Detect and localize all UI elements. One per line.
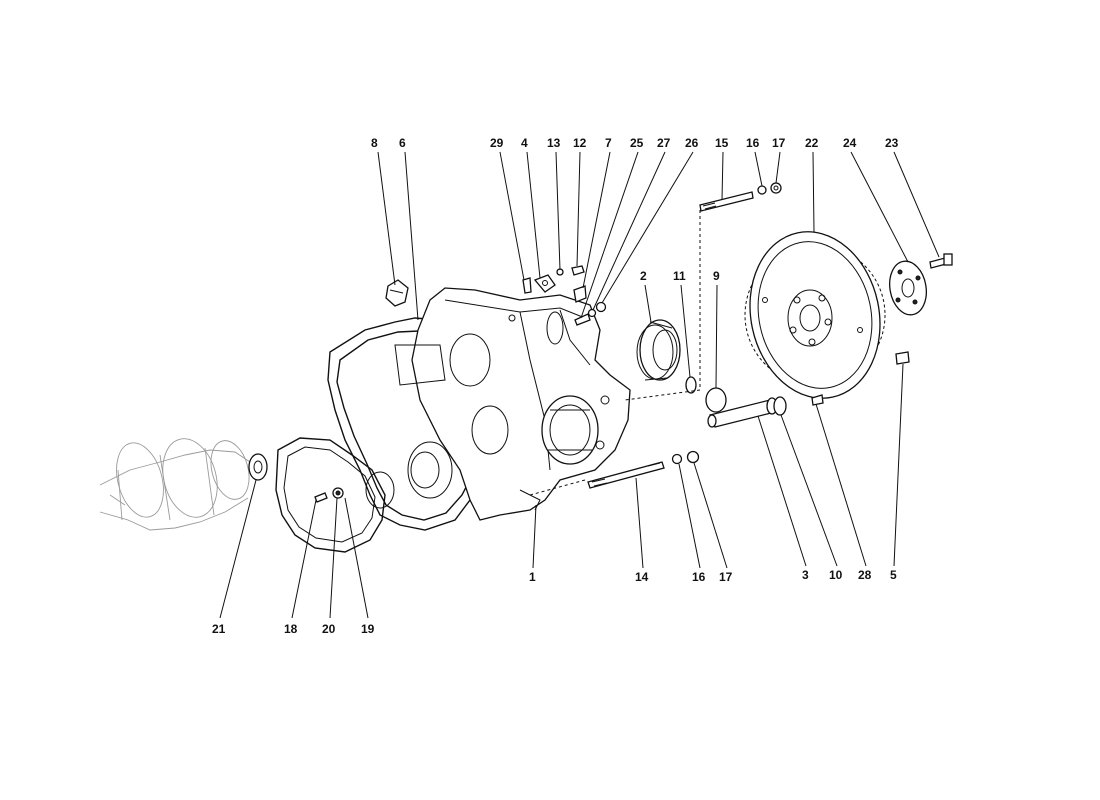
callout-16-low: 16 (692, 570, 706, 584)
part-28-dowel (811, 394, 824, 406)
callout-14: 14 (635, 570, 649, 584)
callout-1: 1 (529, 570, 536, 584)
part-11-oring (685, 376, 697, 394)
part-5-bushing (895, 351, 910, 365)
part-4-bracket (533, 274, 556, 293)
part-10-oring (773, 396, 787, 416)
part-27-washer (587, 308, 597, 318)
front-gasket (275, 437, 386, 553)
crankshaft (99, 438, 251, 531)
callout-4: 4 (521, 136, 528, 150)
callout-12: 12 (573, 136, 587, 150)
part-12-screw (571, 265, 585, 276)
part-26-nut (595, 301, 607, 313)
alignment-line-2 (624, 389, 701, 401)
callout-19: 19 (361, 622, 375, 636)
part-25-stud (574, 313, 591, 326)
part-16-washer-top (757, 185, 767, 195)
part-18-screw (314, 492, 328, 503)
part-8-plug (385, 279, 409, 307)
callout-26: 26 (685, 136, 699, 150)
part-16-washer-low (671, 453, 683, 465)
callout-6: 6 (399, 136, 406, 150)
part-23-bolt (929, 253, 953, 269)
callout-3: 3 (802, 568, 809, 582)
part-14-stud (587, 461, 665, 489)
callout-10: 10 (829, 568, 843, 582)
leader-lines (219, 151, 940, 619)
callout-24: 24 (843, 136, 857, 150)
callout-2: 2 (640, 269, 647, 283)
callout-labels: 8 6 29 4 13 12 7 25 27 26 15 16 17 22 24… (212, 136, 899, 636)
callout-28: 28 (858, 568, 872, 582)
part-2-oil-seal (636, 319, 681, 381)
part-29-screw (522, 277, 532, 294)
front-gasket-inner (283, 446, 376, 543)
small-parts-top (522, 265, 607, 326)
part-20-washer-hole (335, 490, 341, 496)
part-1-housing (365, 287, 631, 521)
part-24-plate (889, 260, 927, 316)
callout-7: 7 (605, 136, 612, 150)
callout-29: 29 (490, 136, 504, 150)
part-15-stud (699, 191, 754, 212)
callout-8: 8 (371, 136, 378, 150)
callout-15: 15 (715, 136, 729, 150)
callout-16-top: 16 (746, 136, 760, 150)
part-21-seal (248, 453, 268, 481)
callout-18: 18 (284, 622, 298, 636)
part-17-nut-low (686, 450, 700, 464)
callout-11: 11 (673, 269, 686, 283)
part-17-nut-top (770, 182, 782, 194)
part-17-nut-top-hole (773, 185, 779, 191)
part-9-oring (705, 387, 727, 413)
part-22-flywheel (744, 231, 886, 399)
callout-9: 9 (713, 269, 720, 283)
callout-27: 27 (657, 136, 671, 150)
callout-22: 22 (805, 136, 819, 150)
callout-17-top: 17 (772, 136, 786, 150)
part-7-sleeve (573, 285, 587, 303)
callout-25: 25 (630, 136, 644, 150)
callout-5: 5 (890, 568, 897, 582)
callout-21: 21 (212, 622, 226, 636)
callout-17-low: 17 (719, 570, 733, 584)
callout-20: 20 (322, 622, 336, 636)
callout-23: 23 (885, 136, 899, 150)
callout-13: 13 (547, 136, 561, 150)
